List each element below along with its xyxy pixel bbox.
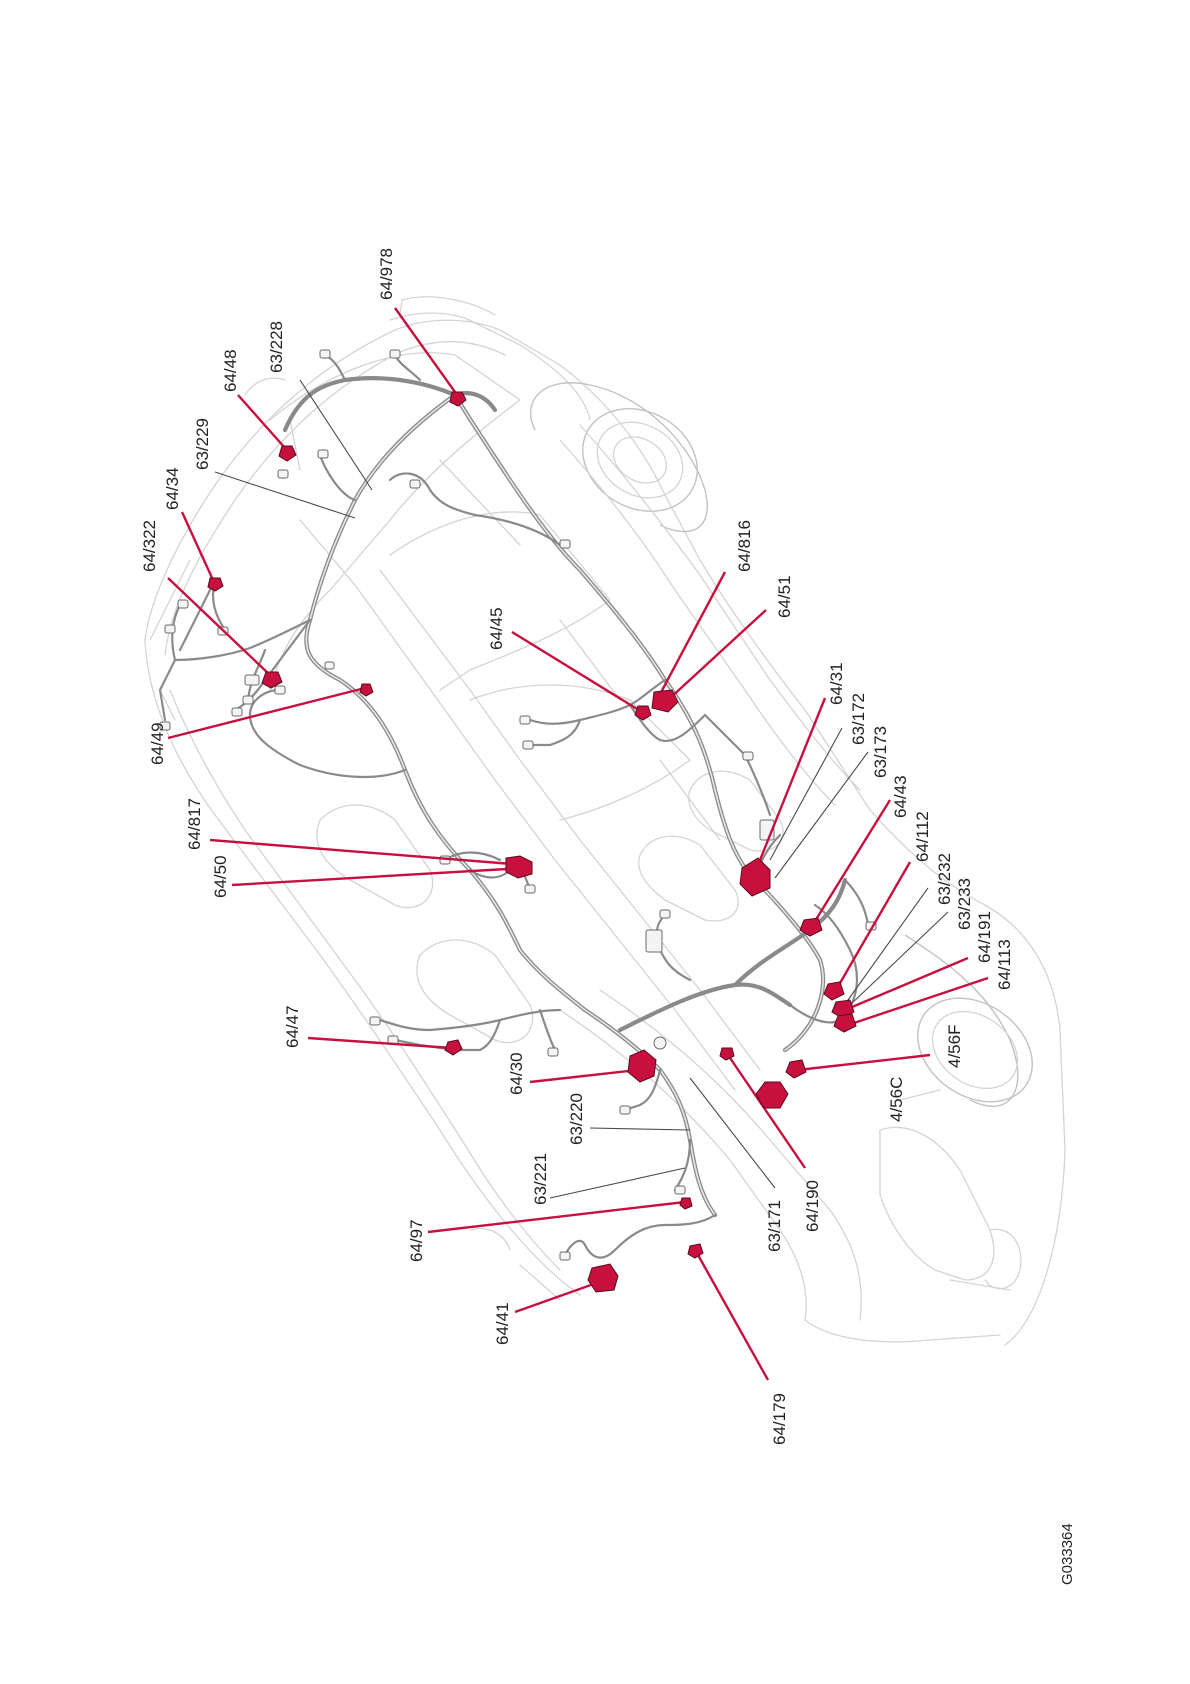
label-64-978: 64/978 — [377, 248, 396, 300]
label-64-41: 64/41 — [493, 1302, 512, 1345]
leader-64-43 — [812, 800, 890, 926]
label-4-56f: 4/56F — [945, 1025, 964, 1068]
leader-64-31 — [752, 698, 825, 880]
leader-64-191 — [845, 958, 968, 1010]
label-64-816: 64/816 — [735, 520, 754, 572]
label-64-30: 64/30 — [507, 1052, 526, 1095]
connector-64-47 — [445, 1040, 462, 1055]
label-64-48: 64/48 — [221, 349, 240, 392]
leader-63-221 — [550, 1168, 685, 1198]
label-64-51: 64/51 — [775, 575, 794, 618]
leader-64-179 — [698, 1255, 768, 1380]
label-64-190: 64/190 — [803, 1180, 822, 1232]
label-64-49: 64/49 — [148, 722, 167, 765]
leader-64-48 — [238, 395, 285, 448]
label-63-228: 63/228 — [267, 321, 286, 373]
label-63-221: 63/221 — [531, 1153, 550, 1205]
image-code: G033364 — [1059, 1523, 1076, 1585]
leader-64-47 — [308, 1038, 452, 1048]
connector-64-41 — [588, 1264, 618, 1292]
label-64-45: 64/45 — [487, 607, 506, 650]
label-64-191: 64/191 — [975, 911, 994, 963]
leader-4-56f — [798, 1055, 930, 1070]
leader-63-220 — [590, 1128, 690, 1130]
label-64-34: 64/34 — [163, 467, 182, 510]
label-64-47: 64/47 — [283, 1005, 302, 1048]
connector-64-112 — [824, 982, 844, 1000]
connector-4-56f — [786, 1060, 806, 1078]
callout-labels: 64/978 63/228 64/48 63/229 64/34 64/322 … — [140, 248, 1014, 1445]
label-64-50: 64/50 — [211, 855, 230, 898]
leader-64-49 — [168, 688, 365, 738]
leader-lines — [168, 308, 988, 1380]
connector-64-978 — [450, 392, 466, 406]
leader-63-229 — [215, 472, 355, 518]
label-64-179: 64/179 — [770, 1393, 789, 1445]
connector-64-816-51 — [652, 690, 678, 712]
connector-64-49 — [360, 684, 373, 696]
leader-64-30 — [530, 1070, 638, 1082]
connector-64-190 — [720, 1048, 734, 1060]
label-63-171: 63/171 — [765, 1200, 784, 1252]
connector-64-30 — [628, 1050, 656, 1082]
label-64-43: 64/43 — [891, 775, 910, 818]
leader-63-233 — [850, 912, 948, 1005]
leader-64-113 — [848, 978, 988, 1025]
label-63-220: 63/220 — [567, 1093, 586, 1145]
leader-64-51 — [668, 610, 766, 700]
leader-64-34 — [182, 512, 213, 580]
leader-63-232 — [848, 888, 928, 1000]
connector-64-817-50 — [506, 856, 532, 878]
label-64-31: 64/31 — [827, 662, 846, 705]
label-63-232: 63/232 — [935, 853, 954, 905]
connector-64-97 — [680, 1198, 692, 1209]
label-64-97: 64/97 — [407, 1219, 426, 1262]
leader-64-45 — [512, 632, 642, 712]
connector-64-48 — [279, 446, 296, 461]
label-64-322: 64/322 — [140, 520, 159, 572]
label-64-113: 64/113 — [995, 939, 1014, 990]
connector-64-113 — [834, 1014, 856, 1032]
label-64-112: 64/112 — [913, 811, 932, 862]
label-4-56c: 4/56C — [887, 1077, 906, 1122]
label-64-817: 64/817 — [185, 798, 204, 850]
label-63-173: 63/173 — [871, 726, 890, 778]
label-63-172: 63/172 — [849, 693, 868, 745]
leader-63-228 — [300, 380, 372, 490]
label-63-233: 63/233 — [955, 878, 974, 930]
label-63-229: 63/229 — [193, 418, 212, 470]
connector-64-179 — [688, 1244, 703, 1258]
